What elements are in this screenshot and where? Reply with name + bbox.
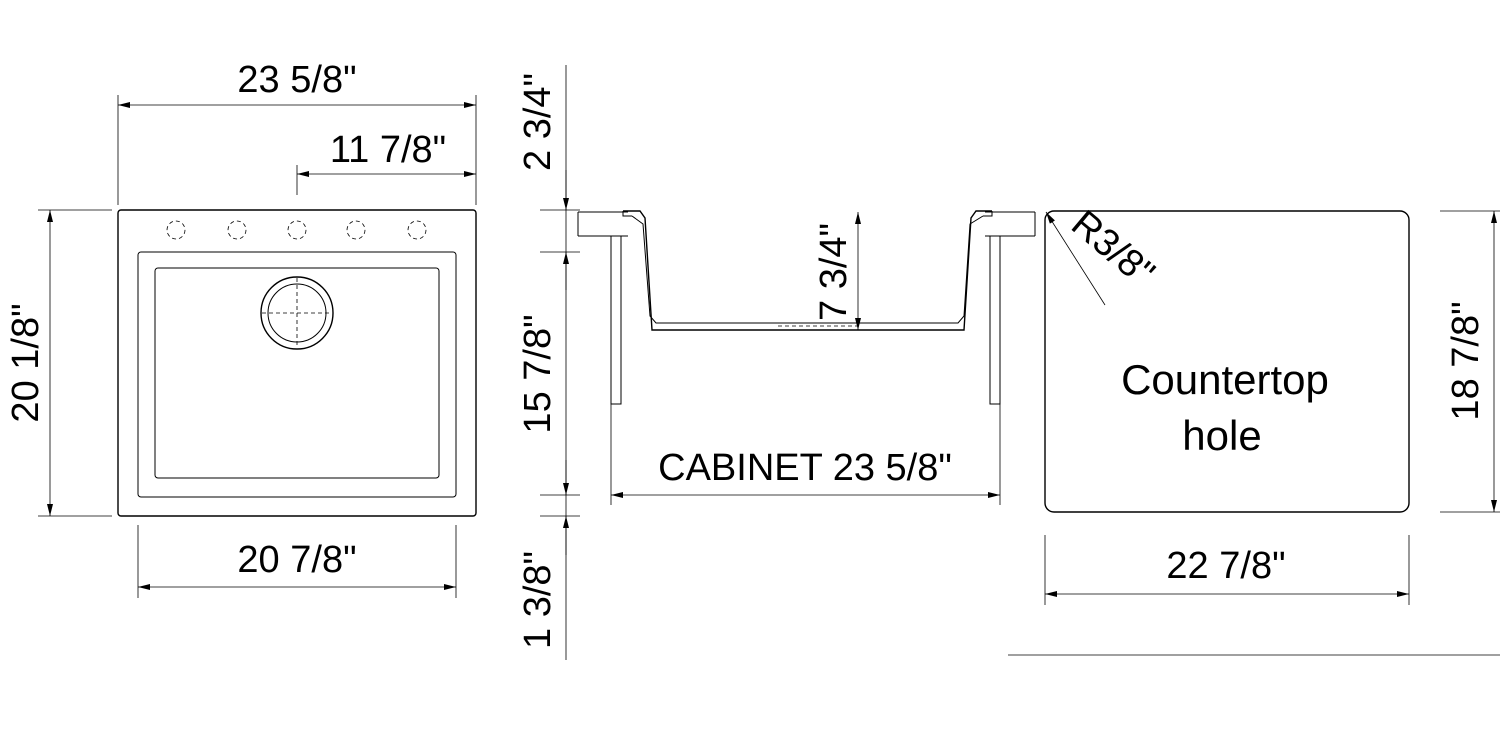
- bowl-height-label: 15 7/8": [517, 314, 559, 433]
- cutout-label-line2: hole: [1182, 412, 1261, 459]
- bowl-depth-label: 7 3/4": [813, 223, 855, 321]
- sink-section-outer: [623, 210, 992, 331]
- sink-flange-left: [622, 211, 632, 217]
- faucet-hole-3: [287, 220, 307, 240]
- faucet-hole-1: [166, 220, 186, 240]
- cabinet-width-label: CABINET 23 5/8": [658, 447, 952, 489]
- overall-width-dimension: 23 5/8": [117, 59, 477, 205]
- faucet-offset-label: 11 7/8": [330, 129, 446, 171]
- overall-depth-dimension: 20 1/8": [5, 209, 112, 517]
- bowl-inner-outline: [154, 267, 440, 479]
- cutout-depth-dimension: 18 7/8": [1440, 210, 1500, 513]
- sink-section-inner: [631, 215, 984, 324]
- faucet-hole-5: [407, 220, 427, 240]
- corner-radius-callout: R3/8": [1045, 203, 1162, 306]
- top-view: 23 5/8" 11 7/8" 20 1/8" 20 7/8": [5, 59, 477, 598]
- faucet-offset-dimension: 11 7/8": [296, 129, 476, 195]
- overall-width-label: 23 5/8": [237, 59, 356, 101]
- cutout-width-dimension: 22 7/8": [1044, 535, 1410, 605]
- cabinet-wall-right: [989, 235, 1001, 405]
- overall-depth-label: 20 1/8": [5, 303, 47, 422]
- bottom-clearance-label: 1 3/8": [517, 551, 559, 649]
- cutout-width-label: 22 7/8": [1166, 545, 1285, 587]
- faucet-hole-2: [227, 220, 247, 240]
- sink-flange-right: [983, 211, 993, 217]
- faucet-hole-4: [346, 220, 366, 240]
- cutout-outline: [1044, 210, 1410, 513]
- rim-to-deck-label: 2 3/4": [517, 73, 559, 171]
- drain: [260, 276, 334, 350]
- cutout-label-line1: Countertop: [1121, 356, 1329, 403]
- bottom-width-dimension: 20 7/8": [137, 525, 457, 598]
- sink-outline: [117, 209, 477, 517]
- corner-radius-label: R3/8": [1063, 203, 1162, 295]
- cutout-depth-label: 18 7/8": [1445, 301, 1487, 420]
- cabinet-wall-left: [610, 235, 622, 405]
- bowl-depth-dimension: 7 3/4": [813, 212, 861, 330]
- cabinet-width-dimension: CABINET 23 5/8": [610, 404, 1001, 505]
- cutout-view: R3/8" Countertop hole 22 7/8" 18 7/8": [1008, 203, 1500, 656]
- bowl-outline: [137, 251, 457, 498]
- countertop-left: [577, 211, 628, 237]
- bottom-width-label: 20 7/8": [237, 539, 356, 581]
- side-view: 2 3/4" 15 7/8" 1 3/8" 7 3/4" CABINET 23 …: [517, 65, 1036, 660]
